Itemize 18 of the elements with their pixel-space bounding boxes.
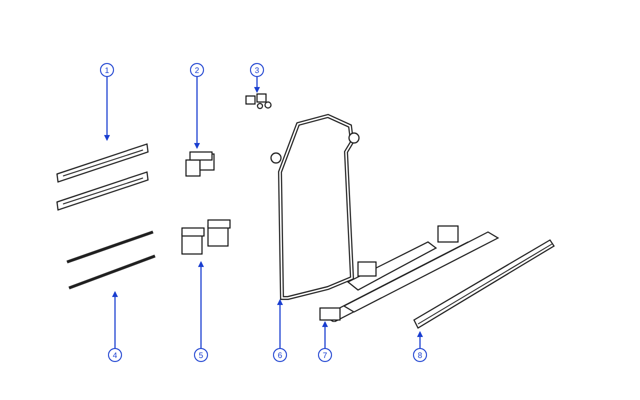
leader-line <box>417 331 423 348</box>
callout-number: 3 <box>250 63 264 77</box>
callout-number: 1 <box>100 63 114 77</box>
leader-line <box>322 321 328 348</box>
leader-line <box>277 299 283 348</box>
callout-number: 7 <box>318 348 332 362</box>
leader-line <box>104 77 110 141</box>
callout-number: 5 <box>194 348 208 362</box>
leader-line <box>254 77 260 93</box>
callout-number: 2 <box>190 63 204 77</box>
leader-line <box>112 291 118 348</box>
leader-line <box>198 261 204 348</box>
callout-number: 6 <box>273 348 287 362</box>
callout-number: 4 <box>108 348 122 362</box>
frame-drawing <box>268 112 362 300</box>
callout-number: 8 <box>413 348 427 362</box>
leader-line <box>194 77 200 149</box>
rubber-strip-pair-drawing <box>65 228 157 292</box>
